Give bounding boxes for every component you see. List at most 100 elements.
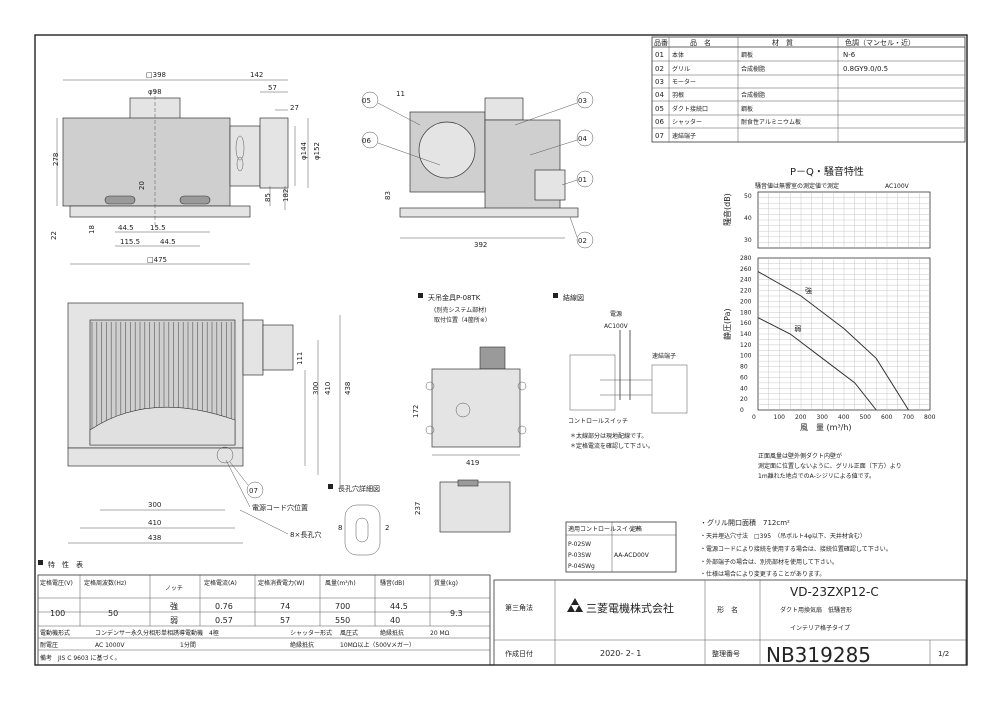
- spec-header: 定格電圧(V): [40, 579, 73, 587]
- ctrl-row-rating: AA-ACD00V: [614, 552, 650, 559]
- y-tick-label: 220: [740, 288, 752, 295]
- right-notes: ・グリル開口面積 712cm² ・天井埋込穴寸法 □395 （吊ボルト4φ以下、…: [700, 518, 892, 578]
- spec-header: 定格周波数(Hz): [84, 579, 126, 587]
- spec-flow: 550: [335, 616, 350, 625]
- dim-27: 27: [290, 104, 299, 112]
- dim-8: 8: [338, 524, 342, 532]
- spec-voltage: 100: [50, 609, 65, 618]
- y-tick-label: 20: [740, 396, 748, 403]
- x-tick-label: 500: [860, 414, 872, 421]
- y-tick-label: 140: [740, 331, 752, 338]
- dim-height: 278: [52, 153, 60, 166]
- spec-header: 騒音(dB): [380, 579, 405, 587]
- dim-85: 85: [264, 193, 272, 202]
- bracket-sub2: 取付位置（4箇所※）: [434, 316, 491, 324]
- spec-power: 57: [280, 616, 290, 625]
- plan-view: 07 電源コード穴位置 8×長孔穴 111 300 410 438 300 41…: [67, 302, 352, 544]
- title-block: 第三角法 三菱電機株式会社 形 名 VD-23ZXP12-C ダクト用換気扇 低…: [493, 579, 967, 667]
- chart-title: P－Q・騒音特性: [790, 165, 864, 178]
- model-desc-2: インテリア格子タイプ: [790, 624, 850, 632]
- series-label: 強: [805, 287, 812, 295]
- dim-w300: 300: [148, 501, 161, 509]
- dim-57: 57: [268, 84, 277, 92]
- spec-noise: 44.5: [390, 602, 408, 611]
- spec-header: 質量(kg): [434, 579, 458, 587]
- dim-15-5a: 15.5: [150, 224, 166, 232]
- series-label: 弱: [794, 325, 801, 333]
- dim-410: 410: [324, 382, 332, 395]
- chart-noise-axis-label: 騒音(dB): [722, 193, 732, 226]
- note-line: ・仕様は場合により変更することがあります。: [700, 570, 825, 578]
- parts-row-no: 07: [655, 132, 664, 140]
- parts-header-no: 品番: [654, 39, 668, 47]
- spec-motor-value: コンデンサー永久分相形単相誘導電動機 4極: [95, 629, 219, 637]
- callout-02: 02: [578, 237, 587, 245]
- parts-row-color: 0.8GY9.0/0.5: [843, 65, 888, 73]
- dim-419: 419: [466, 459, 479, 467]
- dim-pipe: φ98: [148, 88, 162, 96]
- date-value: 2020- 2- 1: [600, 649, 641, 658]
- spec-mass: 9.3: [450, 609, 463, 618]
- callout-01: 01: [578, 176, 587, 184]
- spec-ins-label: 絶縁抵抗: [380, 629, 404, 637]
- dim-172: 172: [412, 405, 420, 418]
- y-tick-label: 60: [740, 374, 748, 381]
- parts-row-no: 04: [655, 91, 664, 99]
- y-tick-label: 240: [740, 277, 752, 284]
- spec-header: 風量(m³/h): [325, 580, 356, 587]
- doc-number: NB319285: [766, 643, 871, 667]
- spec-motor-label: 電動機形式: [40, 629, 70, 637]
- note-line: ・グリル開口面積 712cm²: [700, 518, 790, 527]
- wiring-note-1: ＊太線部分は現地配線です。: [570, 432, 647, 440]
- spec-shutter-value: 風圧式: [340, 629, 358, 637]
- parts-row-material: 耐食性アルミニウム板: [741, 118, 801, 126]
- parts-table: 品番 品 名 材 質 色調（マンセル・近） 01 本体 鋼板 N-6 02 グリ…: [651, 36, 966, 143]
- chart-noise-label: 騒音値は無響室の測定値で測定: [755, 182, 839, 190]
- model-number: VD-23ZXP12-C: [790, 585, 879, 599]
- dim-bottom-width: □475: [147, 256, 167, 264]
- hole-detail-title: 長孔穴詳細図: [338, 484, 380, 493]
- noise-grid: [757, 191, 931, 249]
- dim-392: 392: [474, 241, 487, 249]
- parts-row-name: ダクト接続口: [672, 105, 708, 113]
- wiring-ac: AC100V: [604, 323, 629, 330]
- cord-hole-label: 電源コード穴位置: [252, 503, 308, 512]
- parts-row-no: 06: [655, 118, 664, 126]
- dim-11: 11: [396, 90, 405, 98]
- dim-111: 111: [296, 352, 304, 365]
- spec-current: 0.76: [215, 602, 233, 611]
- spec-power: 74: [280, 602, 290, 611]
- ctrl-row-sw: P-04SWg: [568, 563, 595, 570]
- dim-right-ext: 142: [250, 71, 263, 79]
- spec-freq: 50: [108, 609, 118, 618]
- y-tick-label: 280: [740, 255, 752, 262]
- dim-237: 237: [414, 502, 422, 515]
- chart-note-1: 正面風量は壁外側ダクト内壁が: [758, 452, 842, 460]
- spec-header: ノッチ: [165, 585, 183, 592]
- dim-w438: 438: [148, 534, 161, 542]
- wiring-title: 結線図: [563, 293, 584, 302]
- spec-shutter-label: シャッター形式: [290, 629, 332, 637]
- note-line: ・電源コードにより接続を使用する場合は、接続位置確認して下さい。: [700, 545, 892, 553]
- spec-footnote: 備考 JIS C 9603 に基づく。: [40, 654, 121, 662]
- wiring-switch: コントロールスイッチ: [568, 418, 628, 425]
- spec-noise: 40: [390, 616, 400, 625]
- dim-20: 20: [138, 181, 146, 190]
- y-tick-label: 200: [740, 298, 752, 305]
- parts-row-material: 鋼板: [741, 105, 753, 113]
- dim-182: 182: [282, 189, 290, 202]
- date-label: 作成日付: [505, 649, 533, 658]
- dim-2: 2: [385, 524, 389, 532]
- dim-duct-a: φ144: [300, 141, 308, 160]
- parts-row-name: 羽根: [672, 91, 684, 99]
- spec-notch: 強: [170, 601, 178, 611]
- noise-tick-label: 50: [744, 193, 752, 200]
- pq-grid: [757, 257, 931, 411]
- spec-title: 特 性 表: [48, 560, 83, 569]
- parts-header-material: 材 質: [772, 38, 793, 47]
